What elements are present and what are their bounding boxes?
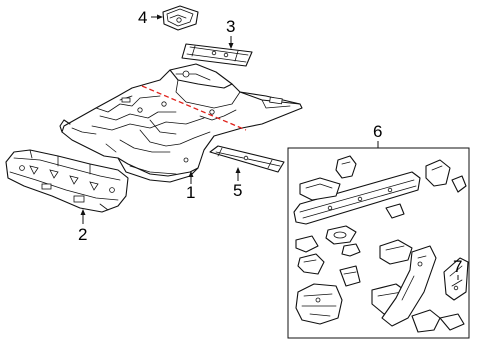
leader-3 [228, 36, 234, 49]
part-4-bracket [162, 5, 199, 31]
callout-1: 1 [186, 183, 195, 202]
callout-6: 6 [373, 122, 382, 141]
part-3-rail [181, 43, 253, 67]
part-7-bracket [443, 257, 469, 301]
part-5-rail [209, 145, 285, 173]
cut-line [141, 85, 247, 131]
leader-2 [80, 209, 86, 224]
callout-7: 7 [453, 257, 462, 276]
leader-5 [235, 167, 241, 181]
leader-1 [188, 171, 194, 184]
callout-4: 4 [138, 8, 147, 27]
leader-4 [151, 14, 163, 20]
part-6-components [293, 155, 467, 333]
callout-2: 2 [78, 225, 87, 244]
callout-5: 5 [233, 181, 242, 200]
part-2-crossmember [5, 149, 129, 213]
callout-3: 3 [226, 17, 235, 36]
